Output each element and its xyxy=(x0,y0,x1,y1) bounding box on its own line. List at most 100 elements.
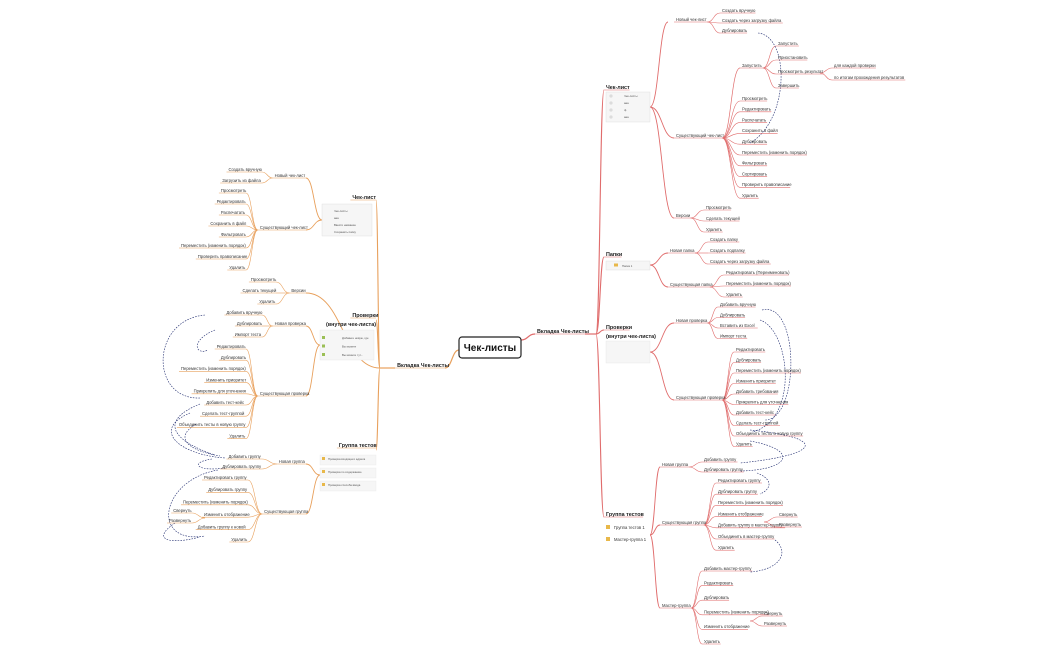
leaf-node[interactable]: Сортировать xyxy=(742,171,768,176)
existing-checklist[interactable]: Существующий чек-лист xyxy=(676,133,724,138)
leaf-node[interactable]: Удалить xyxy=(706,227,723,232)
leaf-node[interactable]: Дублировать xyxy=(722,28,748,33)
leaf-node[interactable]: Фильтровать xyxy=(742,161,768,166)
view-expand-left[interactable]: Развернуть xyxy=(169,518,192,523)
leaf-node[interactable]: Импорт теста xyxy=(235,332,262,337)
leaf-node[interactable]: Фильтровать xyxy=(221,232,247,237)
existing-group-left[interactable]: Существующая группа xyxy=(264,509,309,514)
leaf-node[interactable]: Добавить группу xyxy=(229,454,262,459)
checks-section-left[interactable]: Проверки xyxy=(352,313,378,319)
leaf-node[interactable]: Редактировать xyxy=(736,347,766,352)
run-node[interactable]: Запустить xyxy=(742,63,762,68)
view-collapse[interactable]: Свернуть xyxy=(779,512,798,517)
leaf-node[interactable]: Дублировать xyxy=(237,321,263,326)
leaf-node[interactable]: Изменить приоритет xyxy=(206,377,246,382)
leaf-node[interactable]: Добавить группу к новой xyxy=(198,524,247,529)
leaf-node[interactable]: Удалить xyxy=(726,292,743,297)
leaf-node[interactable]: Переместить (изменить порядок) xyxy=(704,610,769,615)
existing-group[interactable]: Существующая группа xyxy=(662,520,707,525)
leaf-node[interactable]: Удалить xyxy=(718,545,735,550)
leaf-node[interactable]: Просмотреть xyxy=(706,205,732,210)
existing-check[interactable]: Существующая проверка xyxy=(676,395,726,400)
view-expand[interactable]: Развернуть xyxy=(779,522,802,527)
leaf-node[interactable]: Сделать тест-группой xyxy=(202,411,245,416)
view-collapse[interactable]: Свернуть xyxy=(764,611,783,616)
leaf-node[interactable]: Удалить xyxy=(231,537,248,542)
leaf-node[interactable]: Запустить xyxy=(778,41,798,46)
left-tab-node[interactable]: Вкладка Чек-листы xyxy=(397,363,449,369)
checklist-section-left[interactable]: Чек-лист xyxy=(352,195,376,201)
leaf-node[interactable]: Импорт теста xyxy=(720,333,747,338)
leaf-node[interactable]: Дублировать xyxy=(736,357,762,362)
leaf-node[interactable]: Редактировать группу xyxy=(718,478,762,483)
leaf-node[interactable]: Добавить мастер-группу xyxy=(704,566,752,571)
leaf-node[interactable]: Завершить xyxy=(778,83,800,88)
new-checklist-left[interactable]: Новый чек-лист xyxy=(275,173,306,178)
leaf-node[interactable]: Просмотреть xyxy=(221,188,247,193)
leaf-node[interactable]: Добавить требования xyxy=(736,389,778,394)
leaf-node[interactable]: Переместить (изменить порядок) xyxy=(183,500,248,505)
result-node[interactable]: для каждой проверки xyxy=(834,63,876,68)
leaf-node[interactable]: Просмотреть xyxy=(742,96,768,101)
leaf-node[interactable]: Дублировать группу xyxy=(718,489,758,494)
result-node[interactable]: по итогам прохождения результатов xyxy=(834,75,905,80)
existing-folder[interactable]: Существующая папка xyxy=(670,282,713,287)
leaf-node[interactable]: Редактировать xyxy=(704,580,734,585)
leaf-node[interactable]: Проверить правописание xyxy=(742,182,792,187)
new-folder[interactable]: Новая папка xyxy=(670,248,695,253)
leaf-node[interactable]: Прикрепить для уточнения xyxy=(194,389,246,394)
view-collapse-left[interactable]: Свернуть xyxy=(173,508,192,513)
leaf-node[interactable]: Изменить отображение xyxy=(718,511,764,516)
leaf-node[interactable]: Сделать текущей xyxy=(706,216,741,221)
new-check[interactable]: Новая проверка xyxy=(676,318,708,323)
leaf-node[interactable]: Добавить группу в мастер-группу xyxy=(718,523,783,528)
checks-section[interactable]: Проверки xyxy=(606,325,632,331)
leaf-node[interactable]: Вставить из Excel xyxy=(720,323,755,328)
leaf-node[interactable]: Прикрепить для уточнения xyxy=(736,399,788,404)
versions-left[interactable]: Версии xyxy=(291,288,306,293)
leaf-node[interactable]: Сделать текущей xyxy=(243,288,278,293)
leaf-node[interactable]: Изменить приоритет xyxy=(736,378,776,383)
leaf-node[interactable]: Сохранить в файл xyxy=(742,128,778,133)
leaf-node[interactable]: Создать подпапку xyxy=(710,248,746,253)
leaf-node[interactable]: Удалить xyxy=(742,193,759,198)
leaf-node[interactable]: Переместить (изменить порядок) xyxy=(726,281,791,286)
leaf-node[interactable]: Распечатать xyxy=(221,210,246,215)
leaf-node[interactable]: Добавить тест-кейс xyxy=(736,410,774,415)
leaf-node[interactable]: Просмотреть xyxy=(251,277,277,282)
leaf-node[interactable]: Создать через загрузку файла xyxy=(722,18,782,23)
leaf-node[interactable]: Сохранить в файл xyxy=(210,221,246,226)
new-checklist[interactable]: Новый чек-лист xyxy=(676,17,707,22)
versions-node[interactable]: Версии xyxy=(676,213,691,218)
leaf-node[interactable]: Распечатать xyxy=(742,117,767,122)
leaf-node[interactable]: Загрузить из файла xyxy=(222,178,261,183)
leaf-node[interactable]: Сделать тест-группой xyxy=(736,420,779,425)
leaf-node[interactable]: Создать через загрузку файла xyxy=(710,259,770,264)
leaf-node[interactable]: Дублировать xyxy=(704,595,730,600)
leaf-node[interactable]: Объединить тесты в новую группу xyxy=(179,422,246,427)
leaf-node[interactable]: Переместить (изменить порядок) xyxy=(736,368,801,373)
leaf-node[interactable]: Изменить отображение xyxy=(704,624,750,629)
leaf-node[interactable]: Дублировать группу xyxy=(222,464,262,469)
leaf-node[interactable]: Дублировать xyxy=(742,139,768,144)
existing-check-left[interactable]: Существующая проверка xyxy=(260,391,310,396)
leaf-node[interactable]: Изменить отображение xyxy=(204,512,250,517)
view-expand[interactable]: Развернуть xyxy=(764,621,787,626)
leaf-node[interactable]: Удалить xyxy=(259,299,276,304)
leaf-node[interactable]: Дублировать xyxy=(221,355,247,360)
leaf-node[interactable]: Дублировать группу xyxy=(208,487,248,492)
leaf-node[interactable]: Переместить (изменить порядок) xyxy=(718,500,783,505)
groups-section[interactable]: Группа тестов xyxy=(606,512,645,518)
leaf-node[interactable]: Создать вручную xyxy=(722,8,755,13)
leaf-node[interactable]: Переместить (изменить порядок) xyxy=(181,366,246,371)
leaf-node[interactable]: Просмотреть результат xyxy=(778,69,823,74)
leaf-node[interactable]: Объединить тесты в новую группу xyxy=(736,431,803,436)
leaf-node[interactable]: Переместить (изменить порядок) xyxy=(181,243,246,248)
new-group[interactable]: Новая группа xyxy=(662,462,689,467)
leaf-node[interactable]: Создать вручную xyxy=(229,167,262,172)
master-group[interactable]: Мастер-группа xyxy=(662,603,691,608)
groups-section-left[interactable]: Группа тестов xyxy=(339,443,378,449)
leaf-node[interactable]: Дублировать группу xyxy=(704,467,744,472)
leaf-node[interactable]: Проверить правописание xyxy=(198,254,248,259)
leaf-node[interactable]: Удалить xyxy=(229,433,246,438)
